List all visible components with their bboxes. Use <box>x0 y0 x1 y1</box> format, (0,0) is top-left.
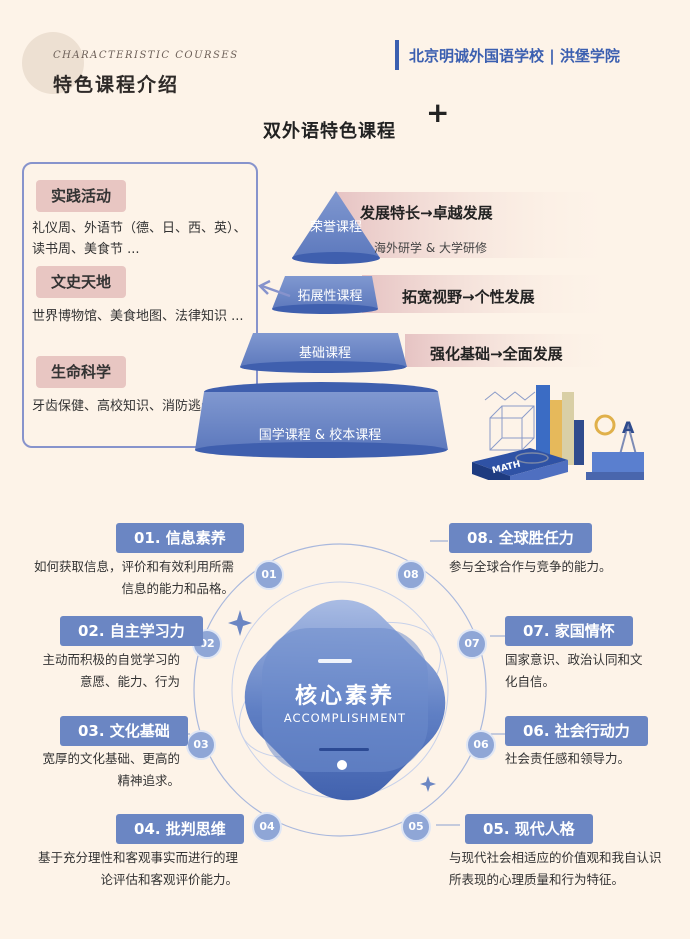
study-illustration <box>472 385 644 480</box>
competency-desc-04: 基于充分理性和客观事实而进行的理论评估和客观评价能力。 <box>37 850 238 887</box>
course-pyramid <box>195 191 644 480</box>
tag-culture-history: 文史天地 <box>36 266 127 298</box>
competency-desc-01: 如何获取信息，评价和有效利用所需信息的能力和品格。 <box>33 559 234 596</box>
competency-tag-03: 03. 文化基础 <box>60 716 188 746</box>
page-title: 特色课程介绍 <box>53 74 180 96</box>
core-subtitle: ACCOMPLISHMENT <box>283 711 407 725</box>
tag-practice: 实践活动 <box>36 180 127 212</box>
competency-desc-06: 社会责任感和领导力。 <box>505 751 631 766</box>
competency-tag-08: 08. 全球胜任力 <box>449 523 592 553</box>
pyramid-tier-honor <box>292 191 380 258</box>
life-science-text: 牙齿保健、高校知识、消防逃生 ... <box>32 399 231 414</box>
arrow-to-panel <box>261 284 291 298</box>
core-competency-diagram <box>125 540 505 837</box>
competency-tag-06: 06. 社会行动力 <box>505 716 648 746</box>
band-1-subtitle: 海外研学 & 大学研修 <box>374 241 487 255</box>
band-1-title: 发展特长→卓越发展 <box>360 204 493 222</box>
header-english-title: CHARACTERISTIC COURSES <box>53 50 239 61</box>
decorative-circle <box>22 32 84 94</box>
pyramid-tier-expand <box>272 276 378 309</box>
competency-tag-01: 01. 信息素养 <box>116 523 244 553</box>
pyramid-label-base: 国学课程 & 校本课程 <box>258 428 382 443</box>
culture-history-text: 世界博物馆、美食地图、法律知识 ... <box>32 309 244 324</box>
band-2-title: 拓宽视野→个性发展 <box>402 288 535 306</box>
letter-a-illustration: A <box>622 418 635 437</box>
competency-desc-03: 宽厚的文化基础、更高的精神追求。 <box>42 751 180 788</box>
sparkle-icon-small <box>420 776 436 792</box>
pyramid-band-1 <box>335 192 620 258</box>
competency-tag-04: 04. 批判思维 <box>116 814 244 844</box>
node-07: 07 <box>457 629 487 659</box>
activity-panel: 实践活动 礼仪周、外语节（德、日、西、英）、读书周、美食节 ... 文史天地 世… <box>22 162 258 448</box>
node-06: 06 <box>466 730 496 760</box>
pyramid-label-basic: 基础课程 <box>298 346 351 361</box>
plus-decoration: + <box>426 96 450 129</box>
section-subtitle: 双外语特色课程 <box>263 121 396 142</box>
competency-tag-02: 02. 自主学习力 <box>60 616 203 646</box>
pyramid-tier-basic <box>240 333 407 367</box>
core-title: 核心素养 <box>294 684 395 709</box>
band-3-title: 强化基础→全面发展 <box>430 345 563 363</box>
competency-desc-02: 主动而积极的自觉学习的意愿、能力、行为 <box>42 652 180 689</box>
competency-tag-07: 07. 家国情怀 <box>505 616 633 646</box>
pyramid-band-3 <box>405 334 620 367</box>
pyramid-label-honor: 荣誉课程 <box>309 220 362 235</box>
school-name: 北京明诚外国语学校 | 洪堡学院 <box>409 47 620 65</box>
pyramid-tier-base <box>195 392 448 450</box>
pyramid-band-2 <box>362 275 620 313</box>
node-05: 05 <box>401 812 431 842</box>
node-03: 03 <box>186 730 216 760</box>
pyramid-label-expand: 拓展性课程 <box>297 289 363 304</box>
competency-tag-05: 05. 现代人格 <box>465 814 593 844</box>
practice-text: 礼仪周、外语节（德、日、西、英）、读书周、美食节 ... <box>32 221 247 257</box>
competency-desc-08: 参与全球合作与竞争的能力。 <box>449 559 612 574</box>
node-08: 08 <box>396 560 426 590</box>
school-divider-bar <box>395 40 399 70</box>
sparkle-icon <box>228 610 252 636</box>
competency-desc-05: 与现代社会相适应的价值观和我自认识所表现的心理质量和行为特征。 <box>449 850 662 887</box>
tag-life-science: 生命科学 <box>36 356 127 388</box>
node-04: 04 <box>252 812 282 842</box>
competency-desc-07: 国家意识、政治认同和文化自信。 <box>505 652 643 689</box>
node-01: 01 <box>254 560 284 590</box>
